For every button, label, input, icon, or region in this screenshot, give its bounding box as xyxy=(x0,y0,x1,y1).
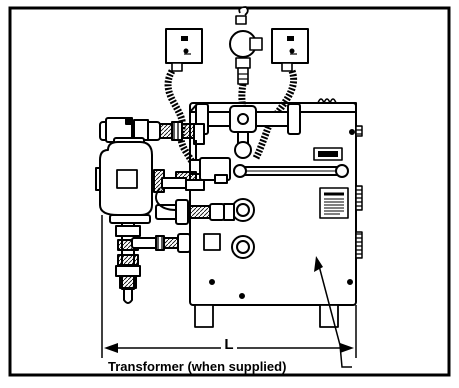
callout-label: Transformer (when supplied) xyxy=(108,359,286,374)
arrowhead-left xyxy=(104,343,118,353)
warning-label xyxy=(319,187,349,219)
side-vent-upper xyxy=(355,185,363,211)
drain-column xyxy=(115,222,191,304)
port-lower xyxy=(231,235,255,259)
port-upper xyxy=(231,198,255,222)
relief-valve xyxy=(229,6,263,85)
foot-left xyxy=(194,304,214,328)
dimension-label: L xyxy=(224,336,233,353)
screw xyxy=(347,279,353,285)
left-piping xyxy=(99,117,231,191)
figure-frame xyxy=(8,6,451,377)
heater-cabinet xyxy=(189,98,363,328)
level-tube xyxy=(233,164,349,178)
foot-right xyxy=(319,304,339,328)
side-vent-lower xyxy=(355,231,363,259)
screw xyxy=(349,129,355,135)
leader-arrowhead xyxy=(314,256,323,272)
pressure-switch-right xyxy=(271,28,309,72)
pump-volute xyxy=(109,187,235,225)
pump-label-plate xyxy=(116,169,138,189)
transformer-leader xyxy=(314,256,352,368)
access-panel xyxy=(203,233,221,251)
pressure-switch-left xyxy=(165,28,203,72)
top-cable-coil xyxy=(317,98,337,104)
screw xyxy=(209,279,215,285)
circulator-pump xyxy=(95,137,187,216)
screw xyxy=(239,293,245,299)
arrowhead-right xyxy=(340,343,354,353)
